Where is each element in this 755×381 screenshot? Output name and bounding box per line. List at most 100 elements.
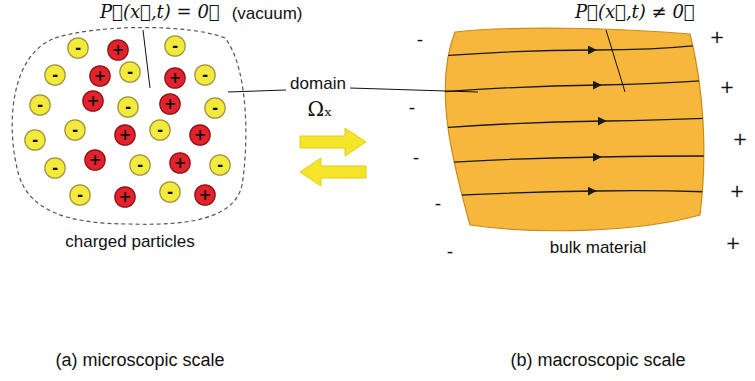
charge-sign: +	[189, 124, 211, 146]
particle-circle	[210, 155, 230, 175]
leader-line	[228, 90, 286, 92]
charge-sign: -	[67, 37, 89, 59]
charge-sign: +	[169, 152, 191, 174]
particle-circle	[25, 130, 45, 150]
charge-sign: +	[719, 76, 734, 97]
field-line	[440, 50, 595, 56]
particle-circle	[160, 182, 180, 202]
field-lines	[440, 44, 712, 196]
particle-circle	[68, 38, 88, 58]
formula-label: P⃗(x⃗,t) ≠ 0⃗	[575, 1, 695, 22]
charge-sign: +	[82, 90, 104, 112]
region-label: charged particles	[65, 232, 194, 252]
charge-sign: -	[24, 129, 46, 151]
charge-sign: +	[194, 184, 216, 206]
charge-sign: -	[447, 240, 454, 261]
leader-line	[143, 30, 150, 88]
particle-circle	[45, 158, 65, 178]
charge-sign: -	[129, 154, 151, 176]
blob-outline	[445, 28, 704, 231]
particle-circle	[195, 185, 215, 205]
particle-circle	[195, 65, 215, 85]
domain-label: domain	[290, 74, 346, 94]
charge-sign: -	[117, 96, 139, 118]
charge-sign: -	[413, 146, 420, 167]
particle-circle	[130, 155, 150, 175]
caption: (b) macroscopic scale	[510, 350, 685, 371]
charge-sign: -	[119, 61, 141, 83]
charge-sign: +	[107, 39, 129, 61]
charge-sign: -	[159, 181, 181, 203]
charge-sign: +	[84, 149, 106, 171]
particle-circle	[90, 66, 110, 86]
charged-particle: -	[209, 154, 231, 176]
charged-particle: -	[64, 119, 86, 141]
formula-label: P⃗(x⃗,t) = 0⃗	[100, 1, 220, 22]
charge-sign: +	[159, 93, 181, 115]
charged-particle: +	[84, 149, 106, 171]
vacuum-domain: charged particles-+--+-+--+-+---+-+-+-+-…	[4, 24, 252, 256]
charged-particle: -	[129, 154, 151, 176]
charge-sign: -	[44, 157, 66, 179]
caption: (a) microscopic scale	[55, 350, 224, 371]
charge-sign: +	[89, 65, 111, 87]
particle-circle	[45, 65, 65, 85]
charged-particle: -	[44, 64, 66, 86]
charged-particle: +	[107, 39, 129, 61]
field-line	[605, 118, 712, 121]
charged-particle: -	[44, 157, 66, 179]
charge-sign: -	[417, 28, 424, 49]
particle-circle	[115, 187, 135, 207]
region-label: bulk material	[550, 238, 646, 258]
blob-outline	[12, 28, 246, 225]
charge-sign: -	[209, 154, 231, 176]
particle-circle	[115, 125, 135, 145]
symbol-label: Ωₓ	[307, 97, 332, 121]
charge-sign: -	[44, 64, 66, 86]
field-line	[595, 44, 712, 50]
charged-particle: -	[69, 184, 91, 206]
charged-particle: +	[169, 152, 191, 174]
charged-particle: +	[89, 65, 111, 87]
charged-particle: +	[114, 186, 136, 208]
charge-sign: +	[729, 180, 744, 201]
charge-sign: -	[194, 64, 216, 86]
note-label: (vacuum)	[232, 4, 303, 24]
particle-circle	[190, 125, 210, 145]
field-line	[595, 191, 712, 192]
particle-circle	[30, 95, 50, 115]
particle-circle	[65, 120, 85, 140]
charged-particle: -	[29, 94, 51, 116]
charged-particle: -	[204, 97, 226, 119]
charged-particle: +	[82, 90, 104, 112]
charged-particle: +	[159, 93, 181, 115]
particle-circle	[85, 150, 105, 170]
field-line	[600, 156, 712, 157]
charge-sign: -	[29, 94, 51, 116]
particle-circle	[165, 36, 185, 56]
charge-sign: +	[164, 67, 186, 89]
charge-sign: +	[709, 26, 724, 47]
charge-sign: -	[435, 192, 442, 213]
charged-particle: -	[24, 129, 46, 151]
charged-particle: +	[189, 124, 211, 146]
particle-circle	[160, 94, 180, 114]
charge-sign: +	[732, 128, 747, 149]
field-line	[440, 157, 600, 163]
charged-particle: +	[114, 124, 136, 146]
particle-circle	[118, 97, 138, 117]
charged-particle: -	[159, 181, 181, 203]
particle-circle	[150, 120, 170, 140]
charged-particle: -	[164, 35, 186, 57]
charged-particle: -	[119, 61, 141, 83]
charge-sign: +	[725, 232, 740, 253]
outline	[435, 26, 715, 262]
field-line	[440, 85, 600, 92]
charge-sign: +	[114, 186, 136, 208]
charge-sign: -	[149, 119, 171, 141]
charged-particle: -	[117, 96, 139, 118]
charged-particle: +	[194, 184, 216, 206]
particle-circle	[120, 62, 140, 82]
charged-particle: +	[164, 67, 186, 89]
